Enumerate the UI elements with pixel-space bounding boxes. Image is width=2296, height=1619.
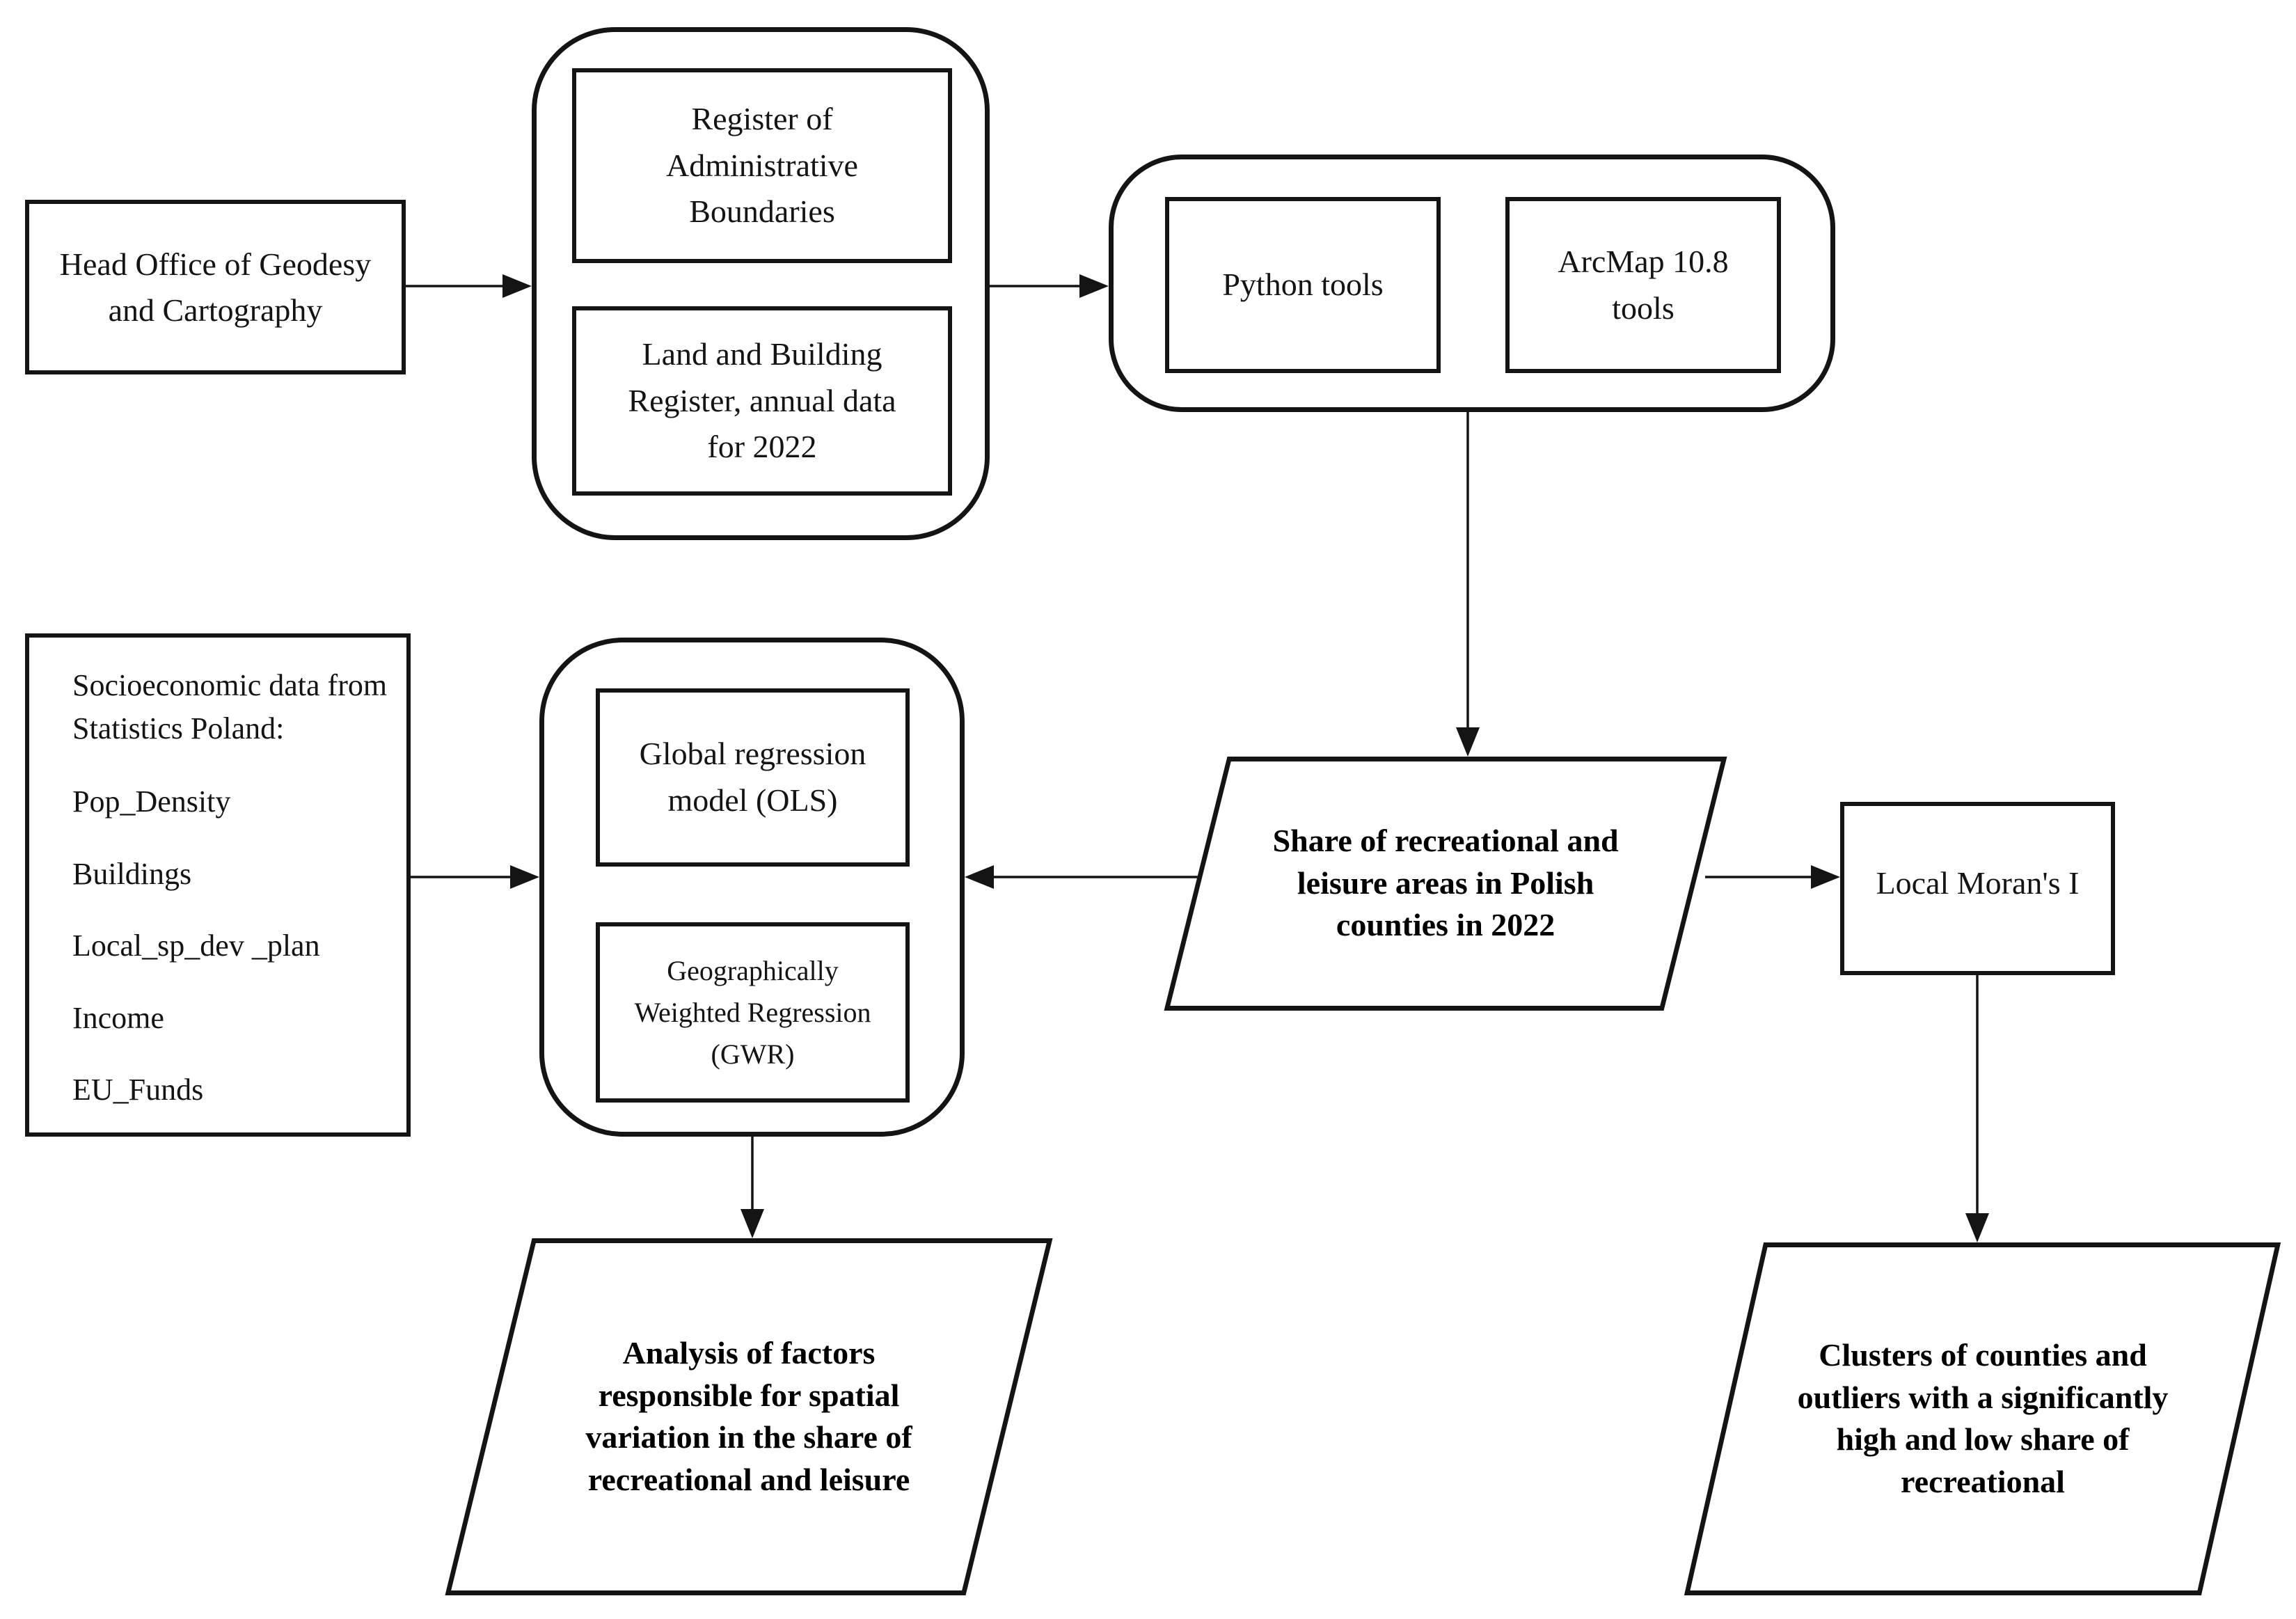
node-analysis-factors: Analysis of factors responsible for spat…	[445, 1238, 1053, 1595]
node-socioeconomic-data: Socioeconomic data from Statistics Polan…	[25, 633, 411, 1137]
node-register-admin-label: Register of Administrative Boundaries	[666, 100, 858, 230]
socioeconomic-item-pop-density: Pop_Density	[72, 784, 231, 819]
node-analysis-factors-label: Analysis of factors responsible for spat…	[585, 1335, 912, 1498]
node-arcmap-tools: ArcMap 10.8 tools	[1505, 197, 1781, 373]
socioeconomic-item-income: Income	[72, 1000, 164, 1035]
socioeconomic-item-local-sp-dev-plan: Local_sp_dev _plan	[72, 929, 320, 963]
node-gwr-label: Geographically Weighted Regression (GWR)	[634, 954, 871, 1070]
node-python-tools: Python tools	[1165, 197, 1441, 373]
node-share-recreational-label: Share of recreational and leisure areas …	[1272, 823, 1619, 943]
node-global-regression-label: Global regression model (OLS)	[639, 736, 866, 818]
arrow-share-to-regression	[965, 865, 1198, 889]
node-clusters-counties: Clusters of counties and outliers with a…	[1684, 1242, 2281, 1595]
node-clusters-counties-label: Clusters of counties and outliers with a…	[1797, 1337, 2168, 1500]
arrow-tools-to-share	[1456, 412, 1480, 757]
node-arcmap-tools-label: ArcMap 10.8 tools	[1558, 243, 1729, 326]
node-local-moran-label: Local Moran's I	[1876, 865, 2080, 901]
node-local-moran: Local Moran's I	[1840, 802, 2115, 975]
arrow-share-to-local-moran	[1705, 865, 1840, 889]
node-global-regression: Global regression model (OLS)	[596, 688, 910, 867]
arrow-registers-to-tools	[990, 274, 1109, 298]
arrow-local-moran-to-clusters	[1965, 975, 1989, 1242]
node-register-admin: Register of Administrative Boundaries	[572, 68, 952, 263]
socioeconomic-title: Socioeconomic data from Statistics Polan…	[72, 668, 388, 746]
node-head-office: Head Office of Geodesy and Cartography	[25, 200, 406, 374]
node-land-building: Land and Building Register, annual data …	[572, 306, 952, 496]
node-head-office-label: Head Office of Geodesy and Cartography	[59, 246, 372, 328]
node-gwr: Geographically Weighted Regression (GWR)	[596, 922, 910, 1103]
node-python-tools-label: Python tools	[1222, 267, 1384, 303]
socioeconomic-item-buildings: Buildings	[72, 856, 192, 891]
node-land-building-label: Land and Building Register, annual data …	[628, 335, 896, 465]
arrow-socio-to-regression	[411, 865, 539, 889]
socioeconomic-item-eu-funds: EU_Funds	[72, 1073, 204, 1107]
node-share-recreational: Share of recreational and leisure areas …	[1164, 757, 1727, 1011]
arrow-head-office-to-registers	[406, 274, 532, 298]
arrow-regression-to-analysis	[741, 1137, 764, 1238]
